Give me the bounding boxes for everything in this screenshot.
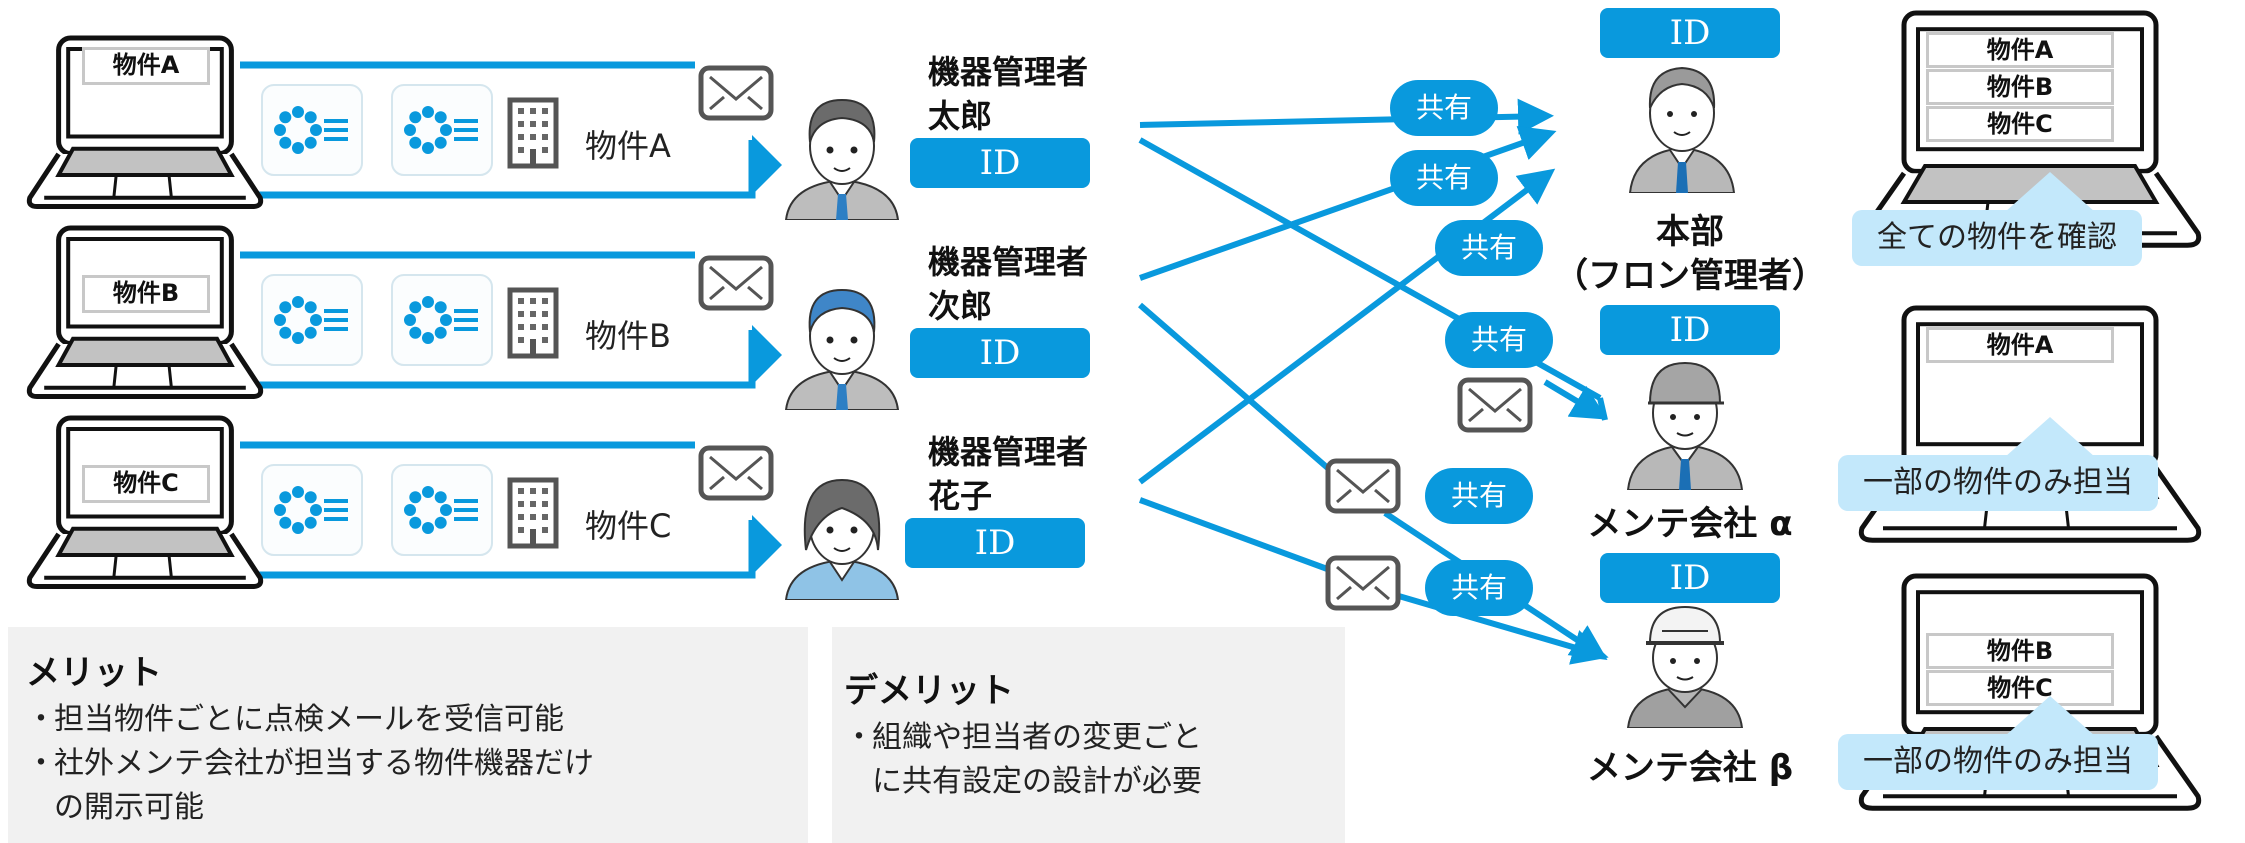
share-line-hanako-mail <box>1138 497 1332 573</box>
building-icon <box>507 477 559 549</box>
manager-title: 機器管理者 <box>928 433 1089 471</box>
air-conditioner-icon <box>391 274 493 366</box>
hq-id-badge: ID <box>1600 8 1780 58</box>
callout-label: 一部の物件のみ担当 <box>1838 455 2158 511</box>
laptop-property-label: 物件B <box>82 275 210 313</box>
callout-label: 全ての物件を確認 <box>1852 210 2142 266</box>
callout-pointer <box>2005 172 2095 212</box>
maint-alpha-person-avatar-icon <box>1626 361 1744 490</box>
manager-avatar-icon <box>784 288 900 410</box>
screen-property-item: 物件B <box>1926 633 2114 669</box>
manager-title: 機器管理者 <box>928 53 1089 91</box>
screen-property-item: 物件C <box>1926 106 2114 142</box>
building-icon <box>507 97 559 169</box>
callout-pointer <box>2005 696 2095 736</box>
share-badge: 共有 <box>1445 312 1553 368</box>
maint-beta-label: メンテ会社 β <box>1586 748 1794 788</box>
maint-beta-id-badge: ID <box>1600 553 1780 603</box>
bullet-text: 組織や担当者の変更ごと <box>872 720 1202 755</box>
share-arrow-to-beta-2 <box>1384 589 1609 665</box>
share-badge: 共有 <box>1390 80 1498 136</box>
property-name: 物件C <box>585 507 672 545</box>
screen-property-item: 物件A <box>1926 327 2114 363</box>
building-icon <box>507 287 559 359</box>
manager-id-badge: ID <box>910 328 1090 378</box>
air-conditioner-icon <box>391 84 493 176</box>
manager-avatar-icon <box>784 98 900 220</box>
callout-label: 一部の物件のみ担当 <box>1838 734 2158 790</box>
share-line-jiro-mail <box>1138 302 1332 473</box>
share-badge: 共有 <box>1390 150 1498 206</box>
envelope-icon <box>698 445 774 501</box>
bullet-text: の開示可能 <box>54 790 204 825</box>
screen-property-item: 物件A <box>1926 32 2114 68</box>
laptop-property-label: 物件A <box>82 47 210 85</box>
share-badge: 共有 <box>1425 468 1533 524</box>
screen-property-item: 物件B <box>1926 69 2114 105</box>
envelope-icon <box>1325 555 1401 611</box>
air-conditioner-icon <box>261 464 363 556</box>
maint-beta-person-avatar-icon <box>1626 605 1744 728</box>
bullet-text: に共有設定の設計が必要 <box>872 764 1202 799</box>
demerits-list: ・組織や担当者の変更ごとに共有設定の設計が必要 <box>844 716 1345 804</box>
air-conditioner-icon <box>391 464 493 556</box>
property-name: 物件A <box>585 127 671 165</box>
note-bullet-item: ・組織や担当者の変更ごと <box>844 716 1345 760</box>
envelope-icon <box>698 65 774 121</box>
bullet-dot: ・ <box>26 746 56 781</box>
share-badge: 共有 <box>1425 560 1533 616</box>
envelope-icon <box>1325 458 1401 514</box>
air-conditioner-icon <box>261 84 363 176</box>
note-bullet-item: の開示可能 <box>26 786 808 830</box>
note-bullet-item: に共有設定の設計が必要 <box>844 760 1345 804</box>
hq-person-avatar-icon <box>1628 66 1736 193</box>
envelope-icon <box>698 255 774 311</box>
manager-name: 次郎 <box>928 287 993 325</box>
bullet-dot: ・ <box>26 702 56 737</box>
share-line-taro-alpha-b <box>1597 397 1608 421</box>
manager-id-badge: ID <box>905 518 1085 568</box>
maint-alpha-id-badge: ID <box>1600 305 1780 355</box>
demerits-panel: デメリット ・組織や担当者の変更ごとに共有設定の設計が必要 <box>832 627 1345 843</box>
merits-list: ・担当物件ごとに点検メールを受信可能・社外メンテ会社が担当する物件機器だけの開示… <box>26 698 808 830</box>
flow-arrow-head <box>752 135 782 195</box>
manager-name: 花子 <box>928 477 993 515</box>
manager-id-badge: ID <box>910 138 1090 188</box>
bullet-dot: ・ <box>844 720 874 755</box>
manager-title: 機器管理者 <box>928 243 1089 281</box>
flow-arrow-head <box>752 325 782 385</box>
share-arrow-to-alpha <box>1543 379 1608 420</box>
hq-label-line2: （フロン管理者） <box>1554 256 1826 296</box>
callout-pointer <box>2005 417 2095 457</box>
screen-property-item: 物件C <box>1926 670 2114 706</box>
note-bullet-item: ・担当物件ごとに点検メールを受信可能 <box>26 698 808 742</box>
maint-alpha-label: メンテ会社 α <box>1587 504 1793 544</box>
merits-panel: メリット ・担当物件ごとに点検メールを受信可能・社外メンテ会社が担当する物件機器… <box>8 627 808 843</box>
envelope-icon <box>1457 377 1533 433</box>
bullet-text: 担当物件ごとに点検メールを受信可能 <box>54 702 564 737</box>
share-badge: 共有 <box>1435 220 1543 276</box>
demerits-title: デメリット <box>844 671 1014 711</box>
property-name: 物件B <box>585 317 671 355</box>
air-conditioner-icon <box>261 274 363 366</box>
flow-arrow-head <box>752 515 782 575</box>
manager-name: 太郎 <box>928 97 993 135</box>
hq-label-line1: 本部 <box>1656 212 1724 252</box>
note-bullet-item: ・社外メンテ会社が担当する物件機器だけ <box>26 742 808 786</box>
merits-title: メリット <box>26 653 162 693</box>
laptop-property-label: 物件C <box>82 465 210 503</box>
bullet-text: 社外メンテ会社が担当する物件機器だけ <box>54 746 594 781</box>
manager-avatar-icon <box>784 478 900 600</box>
